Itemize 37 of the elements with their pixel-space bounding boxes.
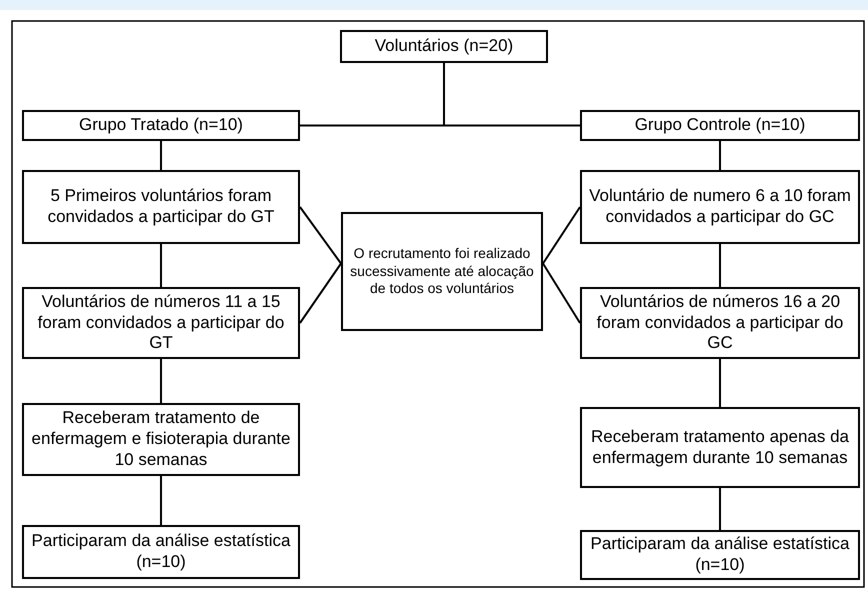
process-box [341,212,543,331]
box-text: Receberam tratamento de enfermagem e fisioterapia durante 10 semanas [30,408,292,471]
box-text: Voluntários de números 11 a 15 foram convidados a participar do GT [36,292,286,354]
box-text: 5 Primeiros voluntários foram convidados a participar do GT [46,186,276,228]
process-box [22,525,300,579]
connector-line [443,63,580,126]
process-box [22,110,300,141]
process-box [580,530,860,580]
box-text: Voluntários de números 16 a 20 foram convidados a participar do GC [596,292,844,354]
process-box [340,30,548,63]
connector-line [160,359,162,403]
process-box [580,407,860,488]
connector-line [542,262,581,324]
connector-line [160,476,162,525]
process-box [580,170,860,244]
process-box [22,287,300,359]
box-text: Voluntários (n=20) [374,36,514,57]
process-box [580,287,860,359]
box-text: Grupo Tratado (n=10) [79,115,243,136]
box-text: Participaram da análise estatística (n=10) [590,534,850,576]
box-text: Grupo Controle (n=10) [634,115,806,136]
box-text: Participaram da análise estatística (n=10) [30,531,292,573]
connector-line [719,488,721,530]
box-text: Voluntário de numero 6 a 10 foram convidados a participar do GC [588,186,852,228]
connector-line [299,262,342,324]
box-text: O recrutamento foi realizado sucessivamente até alocação de todos os voluntários [349,245,535,298]
connector-line [719,244,721,287]
connector-line [299,206,342,264]
connector-line [542,206,581,264]
process-box [22,170,300,244]
connector-line [719,359,721,407]
process-box [580,110,860,141]
connector-line [719,141,721,170]
box-text: Receberam tratamento apenas da enfermagem durante 10 semanas [590,426,850,468]
process-box [22,403,300,476]
connector-line [160,141,162,170]
connector-line [160,244,162,287]
